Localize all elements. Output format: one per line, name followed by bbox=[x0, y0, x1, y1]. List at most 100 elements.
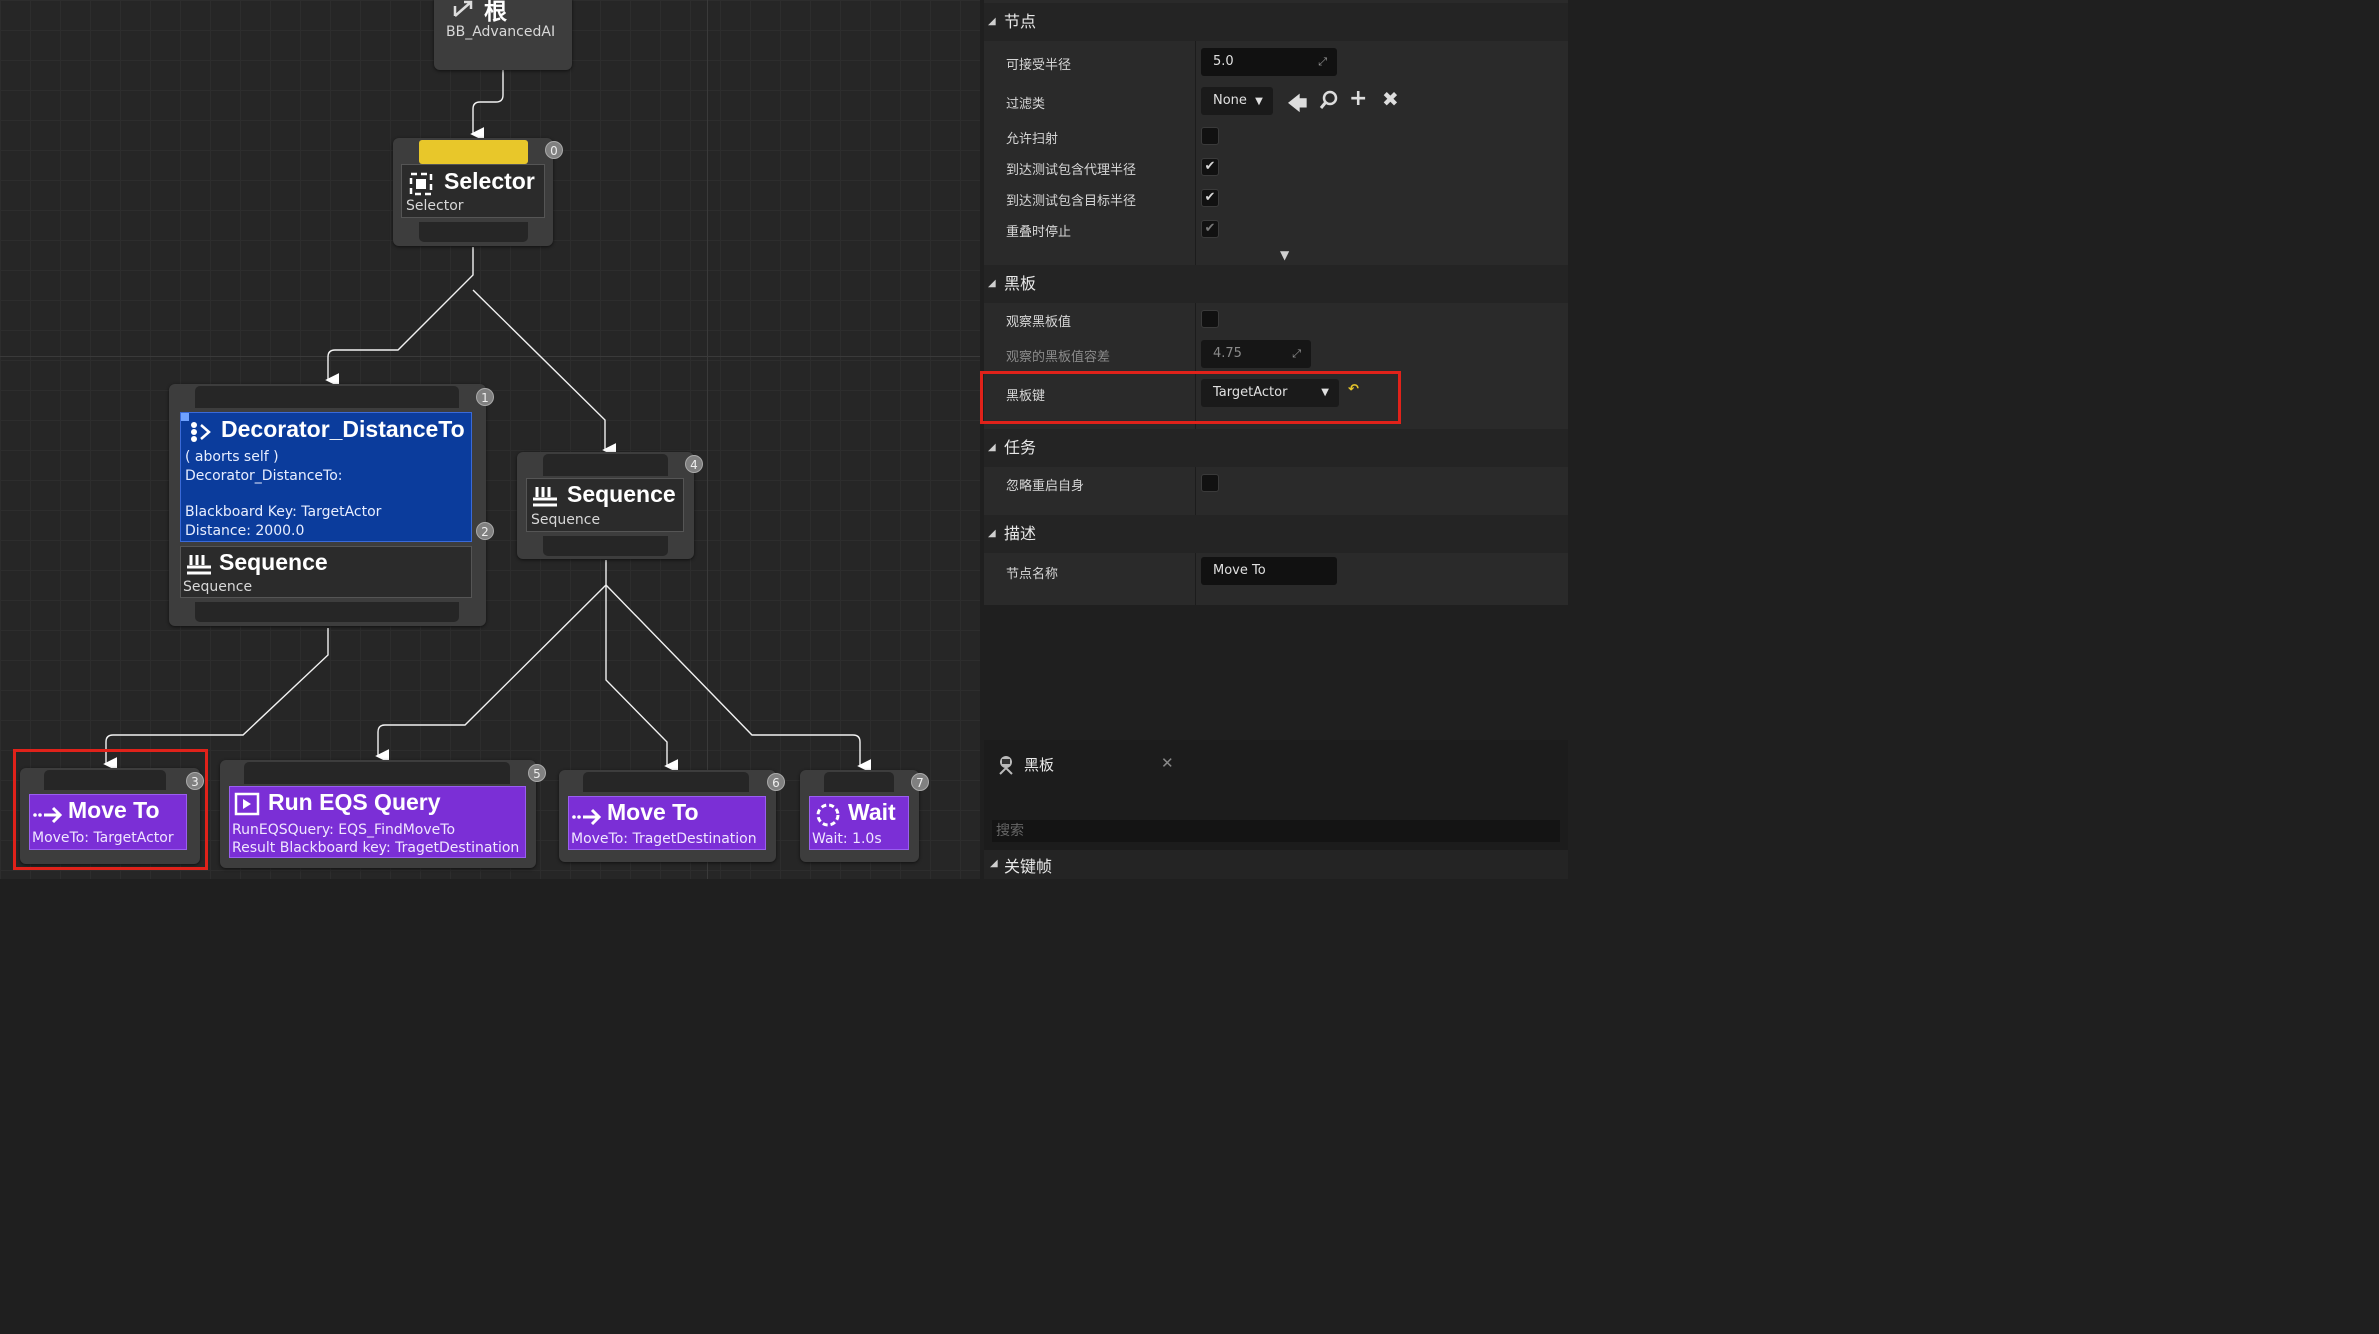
move-to-destination-node[interactable]: 6 Move To MoveTo: TragetDestination bbox=[559, 770, 785, 862]
sequence-right-subtitle: Sequence bbox=[531, 512, 601, 528]
category-blackboard-label: 黑板 bbox=[1004, 274, 1037, 293]
spin-drag-icon[interactable]: ⤢ bbox=[1292, 347, 1301, 360]
selector-input-pin[interactable] bbox=[419, 140, 528, 164]
decorator-title: Decorator_DistanceTo bbox=[221, 416, 465, 442]
category-description-label: 描述 bbox=[1004, 524, 1037, 543]
run-eqs-body: Run EQS Query RunEQSQuery: EQS_FindMoveT… bbox=[229, 786, 526, 858]
node-name-label: 节点名称 bbox=[1006, 567, 1059, 582]
decorator-marker bbox=[181, 413, 189, 421]
browse-search-icon[interactable] bbox=[1318, 88, 1342, 112]
move-to-destination-title: Move To bbox=[607, 799, 699, 825]
show-advanced-arrow-icon[interactable]: ▼ bbox=[1280, 248, 1290, 262]
observe-blackboard-value-label: 观察黑板值 bbox=[1006, 315, 1072, 330]
move-to-target-node[interactable]: 3 Move To MoveTo: TargetActor bbox=[20, 768, 204, 864]
root-blackboard-asset: BB_AdvancedAI bbox=[446, 24, 556, 40]
category-task-label: 任务 bbox=[1004, 438, 1037, 457]
category-description[interactable]: ◢ 描述 bbox=[984, 515, 1568, 553]
category-blackboard[interactable]: ◢ 黑板 bbox=[984, 265, 1568, 303]
graph-origin-vertical bbox=[707, 0, 708, 879]
selector-icon bbox=[408, 171, 434, 197]
move-to-icon bbox=[571, 805, 603, 826]
allow-strafe-checkbox[interactable] bbox=[1201, 127, 1219, 145]
reach-goal-radius-checkbox[interactable]: ✔ bbox=[1201, 189, 1219, 207]
move-to-destination-input-pin[interactable] bbox=[583, 772, 749, 792]
category-keyframes[interactable]: ◢ 关键帧 bbox=[984, 850, 1568, 879]
run-eqs-title: Run EQS Query bbox=[268, 789, 441, 815]
collapse-triangle-icon: ◢ bbox=[988, 16, 996, 27]
blackboard-panel: 黑板 ✕ 搜索 ◢ 关键帧 bbox=[984, 740, 1568, 879]
wait-body: Wait Wait: 1.0s bbox=[809, 796, 909, 850]
graph-origin-horizontal bbox=[0, 356, 980, 357]
column-divider bbox=[1195, 467, 1196, 515]
decorator-abort-mode: ( aborts self ) bbox=[185, 449, 279, 465]
category-keyframes-label: 关键帧 bbox=[1004, 857, 1053, 876]
stop-on-overlap-checkbox[interactable]: ✔ bbox=[1201, 220, 1219, 238]
sequence-left-input-pin[interactable] bbox=[195, 386, 459, 408]
stop-on-overlap-label: 重叠时停止 bbox=[1006, 225, 1072, 240]
behavior-tree-graph[interactable]: 根 BB_AdvancedAI 0 Selector Selector 1 2 … bbox=[0, 0, 980, 879]
root-title: 根 bbox=[484, 0, 507, 24]
sequence-right-input-pin[interactable] bbox=[543, 454, 668, 476]
category-node[interactable]: ◢ 节点 bbox=[984, 3, 1568, 41]
execution-index-badge: 0 bbox=[545, 141, 563, 159]
acceptable-radius-field[interactable]: 5.0 ⤢ bbox=[1201, 48, 1337, 76]
close-tab-icon[interactable]: ✕ bbox=[1161, 754, 1174, 772]
sequence-icon bbox=[531, 485, 559, 509]
filter-class-dropdown[interactable]: None ▼ bbox=[1201, 87, 1273, 115]
wait-clock-icon bbox=[814, 801, 842, 829]
use-selected-arrow-icon[interactable]: 🡄 bbox=[1287, 91, 1308, 115]
reach-agent-radius-checkbox[interactable]: ✔ bbox=[1201, 158, 1219, 176]
ignore-restart-self-checkbox[interactable] bbox=[1201, 474, 1219, 492]
execution-index-badge: 6 bbox=[767, 773, 785, 791]
search-placeholder: 搜索 bbox=[996, 823, 1024, 839]
decorator-distance: Distance: 2000.0 bbox=[185, 523, 305, 539]
sequence-left-subtitle: Sequence bbox=[183, 579, 253, 595]
wait-subtitle: Wait: 1.0s bbox=[812, 831, 882, 847]
highlight-blackboard-key bbox=[980, 371, 1401, 424]
reset-to-default-icon[interactable]: ↶ bbox=[1348, 382, 1359, 397]
collapse-triangle-icon: ◢ bbox=[988, 442, 996, 453]
sequence-right-output-pin[interactable] bbox=[543, 536, 668, 556]
blackboard-key-label: 黑板键 bbox=[1006, 389, 1046, 404]
run-eqs-query-node[interactable]: 5 Run EQS Query RunEQSQuery: EQS_FindMov… bbox=[220, 760, 546, 868]
clear-x-icon[interactable]: ✖ bbox=[1382, 87, 1399, 111]
move-to-target-input-pin[interactable] bbox=[44, 770, 166, 790]
spin-drag-icon[interactable]: ⤢ bbox=[1318, 55, 1327, 68]
decorator-description: Decorator_DistanceTo: bbox=[185, 468, 343, 484]
blackboard-tab-label[interactable]: 黑板 bbox=[1024, 756, 1055, 774]
run-eqs-input-pin[interactable] bbox=[244, 762, 510, 784]
observed-tolerance-field[interactable]: 4.75 ⤢ bbox=[1201, 340, 1311, 368]
decorator-distance-to[interactable]: Decorator_DistanceTo ( aborts self ) Dec… bbox=[180, 412, 472, 542]
observe-blackboard-value-checkbox[interactable] bbox=[1201, 310, 1219, 328]
category-task[interactable]: ◢ 任务 bbox=[984, 429, 1568, 467]
add-plus-icon[interactable]: + bbox=[1349, 86, 1368, 111]
eqs-query-icon bbox=[234, 792, 260, 816]
sequence-right-node[interactable]: 4 Sequence Sequence bbox=[517, 452, 703, 559]
blackboard-search-input[interactable]: 搜索 bbox=[992, 820, 1560, 842]
wait-input-pin[interactable] bbox=[824, 772, 894, 792]
sequence-left-output-pin[interactable] bbox=[195, 602, 459, 622]
selector-output-pin[interactable] bbox=[419, 222, 528, 242]
run-eqs-result-key: Result Blackboard key: TragetDestination bbox=[232, 840, 520, 856]
sequence-icon bbox=[185, 553, 213, 577]
sequence-left-node[interactable]: 1 2 Decorator_DistanceTo ( aborts self )… bbox=[169, 384, 494, 626]
wait-node[interactable]: 7 Wait Wait: 1.0s bbox=[800, 770, 929, 862]
execution-index-badge: 4 bbox=[685, 455, 703, 473]
node-name-field[interactable]: Move To bbox=[1201, 557, 1337, 585]
collapse-triangle-icon: ◢ bbox=[988, 278, 996, 289]
move-to-target-title: Move To bbox=[68, 797, 160, 823]
column-divider bbox=[1195, 553, 1196, 605]
blackboard-key-dropdown[interactable]: TargetActor ▼ bbox=[1201, 379, 1339, 407]
move-to-destination-body: Move To MoveTo: TragetDestination bbox=[568, 796, 766, 850]
details-panel: ◢ 节点 可接受半径 5.0 ⤢ 过滤类 None ▼ 🡄 + ✖ 允许扫射 到… bbox=[980, 0, 1568, 605]
sequence-left-body: Sequence Sequence bbox=[180, 546, 472, 598]
selector-title: Selector bbox=[444, 168, 535, 194]
root-node[interactable]: 根 BB_AdvancedAI bbox=[434, 0, 572, 70]
selector-node[interactable]: 0 Selector Selector bbox=[393, 138, 563, 246]
execution-index-badge: 3 bbox=[186, 772, 204, 790]
move-to-target-body: Move To MoveTo: TargetActor bbox=[29, 794, 187, 850]
root-icon bbox=[452, 0, 474, 18]
sequence-right-body: Sequence Sequence bbox=[526, 478, 684, 532]
chevron-down-icon: ▼ bbox=[1255, 96, 1263, 107]
highlight-move-to-node bbox=[13, 749, 208, 870]
